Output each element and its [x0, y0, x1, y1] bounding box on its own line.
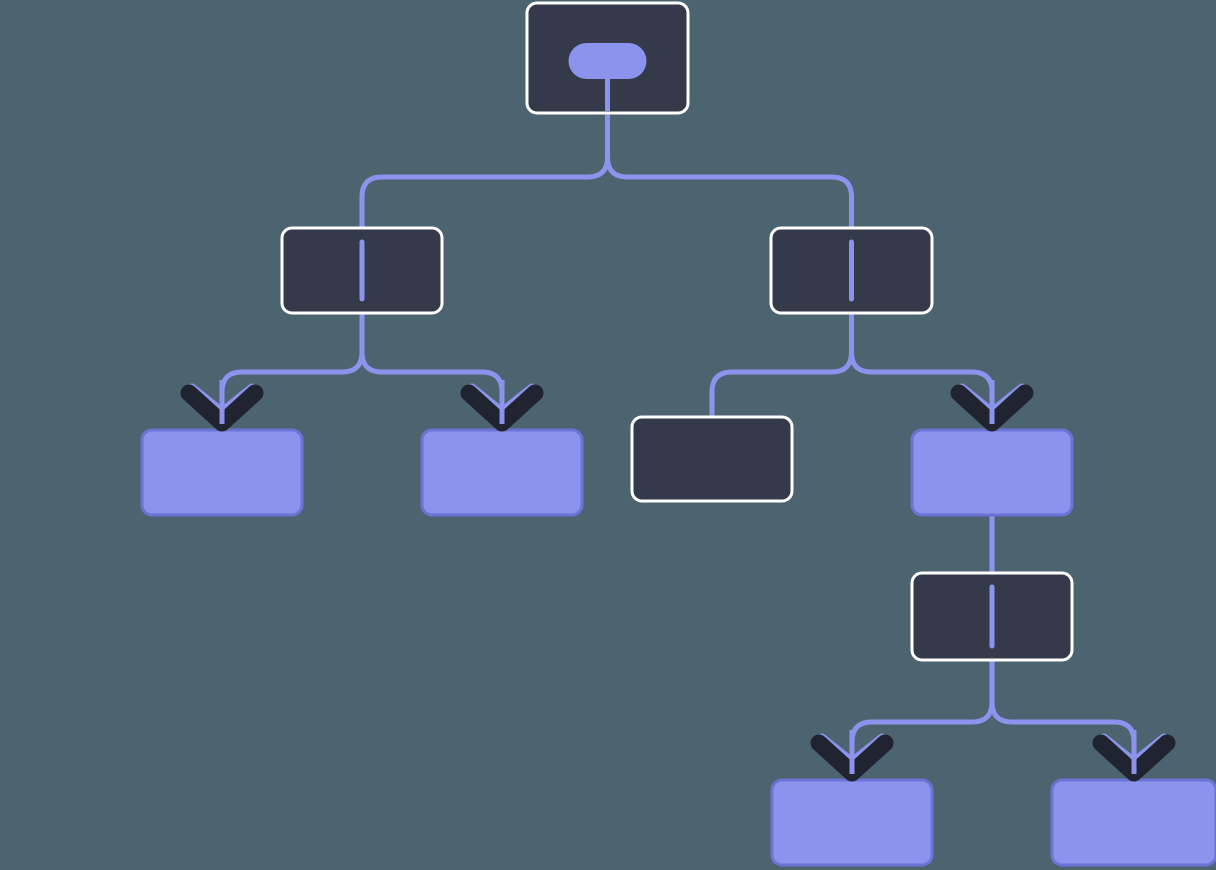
node-layer [140, 1, 1216, 867]
arrowhead [460, 380, 544, 432]
node-body-leaf[interactable] [1050, 778, 1216, 867]
tree-node-n9[interactable] [1050, 778, 1216, 867]
edge-layer [219, 113, 1137, 780]
arrowhead-layer [180, 380, 1176, 782]
arrowhead [180, 380, 264, 432]
tree-edge [605, 113, 854, 228]
tree-node-n7[interactable] [910, 571, 1074, 662]
tree-node-n0[interactable] [525, 1, 690, 115]
tree-node-n1[interactable] [280, 226, 444, 315]
node-body-leaf[interactable] [910, 428, 1074, 517]
node-body-leaf[interactable] [770, 778, 934, 867]
node-body-leaf[interactable] [140, 428, 304, 517]
tree-node-n2[interactable] [769, 226, 934, 315]
arrowhead [810, 730, 894, 782]
tree-node-n5[interactable] [630, 415, 794, 503]
tree-node-n8[interactable] [770, 778, 934, 867]
tree-node-n6[interactable] [910, 428, 1074, 517]
node-pill-marker [568, 43, 647, 79]
arrowhead [1092, 730, 1176, 782]
arrowhead [950, 380, 1034, 432]
node-body-leaf[interactable] [420, 428, 584, 517]
tree-node-n4[interactable] [420, 428, 584, 517]
node-body-dark[interactable] [630, 415, 794, 503]
tree-node-n3[interactable] [140, 428, 304, 517]
